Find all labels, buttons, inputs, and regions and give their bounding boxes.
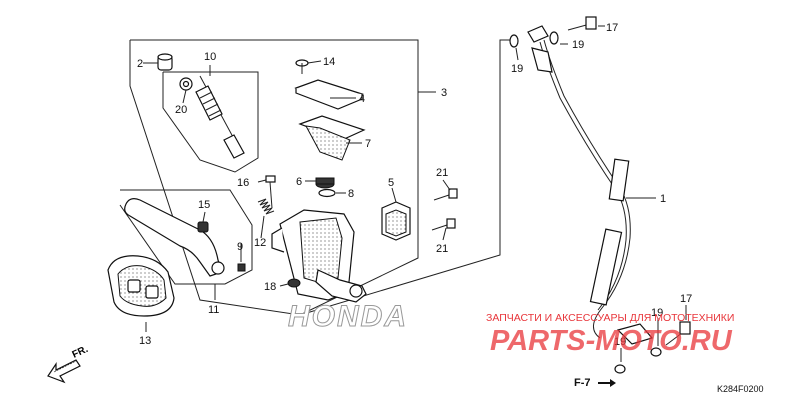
part-18-bleeder xyxy=(287,278,301,288)
part-6-plug xyxy=(315,177,335,189)
part-5-holder xyxy=(381,201,411,241)
part-17-bolt-upper xyxy=(567,16,597,31)
callout-19-upper-left: 19 xyxy=(511,63,523,75)
f7-label: F-7 xyxy=(574,377,591,389)
callout-3: 3 xyxy=(441,87,447,99)
part-19-washer-upper-left xyxy=(509,34,519,48)
part-20-clip xyxy=(179,77,193,91)
callout-10: 10 xyxy=(204,51,216,63)
callout-19-lower-right: 19 xyxy=(651,307,663,319)
callout-21-lower: 21 xyxy=(436,243,448,255)
callout-12: 12 xyxy=(254,237,266,249)
part-11-brake-lever xyxy=(124,198,225,277)
part-21-bolt-lower xyxy=(431,218,456,231)
part-4-reservoir-cover xyxy=(294,79,364,110)
watermark-logo: PARTS-MOTO.RU xyxy=(490,325,733,357)
part-12-spring xyxy=(257,198,275,215)
callout-20: 20 xyxy=(175,104,187,116)
callout-19-upper-right: 19 xyxy=(572,39,584,51)
callout-2: 2 xyxy=(137,58,143,70)
callout-7: 7 xyxy=(365,138,371,150)
callout-17-lower: 17 xyxy=(680,293,692,305)
callout-13: 13 xyxy=(139,335,151,347)
honda-logo-watermark: HONDA xyxy=(288,300,408,333)
callout-8: 8 xyxy=(348,188,354,200)
part-10-frame xyxy=(162,71,259,173)
callout-5: 5 xyxy=(388,177,394,189)
callout-14: 14 xyxy=(323,56,335,68)
callouts: 1 2 3 4 5 6 7 8 9 10 11 12 13 14 15 16 1… xyxy=(137,22,692,348)
part-9-nut xyxy=(237,263,246,272)
callout-17-upper: 17 xyxy=(606,22,618,34)
callout-6: 6 xyxy=(296,176,302,188)
part-19-washer-lower-left xyxy=(614,364,626,374)
callout-21-upper: 21 xyxy=(436,167,448,179)
part-7-diaphragm xyxy=(298,115,366,161)
part-15-screw xyxy=(197,221,209,233)
part-14-screw xyxy=(295,59,309,74)
part-19-washer-upper-right xyxy=(549,31,559,45)
callout-11: 11 xyxy=(208,304,219,316)
part-19-washer-lower-right xyxy=(650,347,662,357)
part-2-cap xyxy=(157,53,173,71)
callout-16: 16 xyxy=(237,177,249,189)
callout-9: 9 xyxy=(237,241,243,253)
part-8-oring xyxy=(318,188,336,198)
watermark-caption: ЗАПЧАСТИ И АКСЕССУАРЫ ДЛЯ МОТОТЕХНИКИ xyxy=(486,312,734,324)
part-17-bolt-lower xyxy=(665,321,691,346)
part-16-pivot-bolt xyxy=(265,175,276,209)
part-11-frame xyxy=(119,189,253,285)
callout-18: 18 xyxy=(264,281,276,293)
f7-reference: F-7 xyxy=(574,377,616,389)
part-21-bolt-upper xyxy=(433,188,458,201)
callout-19-lower-left: 19 xyxy=(614,336,626,348)
front-direction-arrow: FR. xyxy=(47,344,90,384)
fr-label: FR. xyxy=(71,344,90,361)
drawing-code: K284F0200 xyxy=(717,384,764,394)
part-13-lever-cover xyxy=(107,255,175,317)
callout-15: 15 xyxy=(198,199,210,211)
part-10-pushrod xyxy=(195,75,245,159)
master-cylinder-body xyxy=(271,209,367,303)
leader-lines xyxy=(143,25,687,362)
part-1-brake-hose xyxy=(527,25,654,345)
callout-1: 1 xyxy=(660,193,666,205)
callout-4: 4 xyxy=(359,93,365,105)
